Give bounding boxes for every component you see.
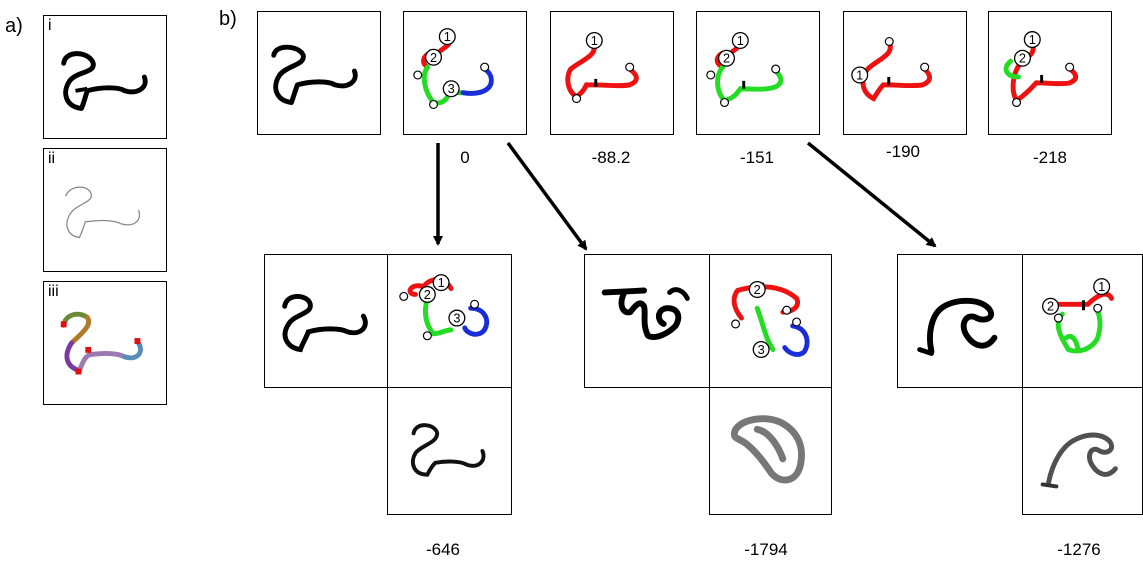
- stroke-number-3: 3: [448, 81, 455, 96]
- refit-parse-box-1: 1 2 3: [387, 254, 512, 388]
- panel-a-i-box: i: [43, 15, 167, 139]
- score-top-5: -218: [1032, 148, 1068, 167]
- parse-box-3: 1 2: [696, 11, 820, 135]
- character-skeleton-image: [60, 311, 143, 375]
- stroke-number-2: 2: [754, 282, 761, 297]
- stroke-number-2: 2: [1047, 299, 1054, 314]
- refit-target-box-1: [264, 254, 388, 388]
- stroke-number-2: 2: [723, 51, 730, 66]
- parse-box-4: 1: [843, 11, 967, 135]
- score-bottom-3: -1276: [1057, 540, 1101, 559]
- stroke-number-1: 1: [1098, 279, 1105, 294]
- parse-strokes-5: 1 2: [1003, 31, 1079, 108]
- rendered-sample-image-3: [1040, 432, 1118, 489]
- rendered-sample-box-1: [387, 387, 512, 515]
- refit-target-image-2: [601, 287, 690, 340]
- stroke-number-1: 1: [438, 275, 445, 290]
- rendered-sample-box-2: [709, 387, 832, 515]
- parse-strokes-4: 1: [851, 36, 933, 102]
- panel-a-ii-box: ii: [43, 148, 167, 272]
- refit-parse-box-3: 1 2: [1022, 254, 1143, 388]
- panel-a-iii-box: iii: [43, 281, 167, 405]
- stroke-number-3: 3: [758, 342, 765, 357]
- rendered-sample-image-1: [411, 423, 486, 477]
- refit-parse-strokes-3: 1 2: [1042, 278, 1114, 354]
- panel-label-b: b): [219, 8, 237, 30]
- score-bottom-1: -646: [425, 540, 461, 559]
- rendered-sample-image-2: [730, 415, 805, 484]
- stroke-number-1: 1: [1029, 32, 1036, 47]
- parse-strokes-3: 1 2: [706, 32, 784, 108]
- stroke-number-1: 1: [856, 67, 863, 82]
- refit-parse-strokes-2: 2 3: [731, 281, 810, 359]
- score-top-4: -190: [885, 142, 921, 161]
- stroke-number-2: 2: [424, 287, 431, 302]
- target-character-box: [257, 11, 381, 135]
- roman-label-i: i: [48, 17, 52, 34]
- refit-target-image-1: [282, 293, 368, 353]
- character-thin-image: [65, 186, 141, 239]
- stroke-number-3: 3: [453, 311, 460, 326]
- stroke-number-1: 1: [591, 33, 598, 48]
- parse-box-2: 1: [550, 11, 674, 135]
- panel-label-a: a): [5, 15, 23, 37]
- roman-label-iii: iii: [48, 283, 59, 300]
- parse-strokes-2: 1: [565, 32, 639, 104]
- stroke-number-2: 2: [430, 50, 437, 65]
- parse-box-1: 1 2 3: [403, 11, 527, 135]
- roman-label-ii: ii: [48, 150, 56, 167]
- parse-strokes-1: 1 2 3: [413, 28, 494, 110]
- score-bottom-2: -1794: [744, 540, 788, 559]
- target-character-image: [271, 44, 358, 105]
- refit-target-image-3: [917, 297, 998, 356]
- stroke-number-1: 1: [737, 33, 744, 48]
- refit-parse-box-2: 2 3: [709, 254, 832, 388]
- refit-target-box-3: [897, 254, 1023, 388]
- score-top-2: -88.2: [591, 148, 631, 167]
- parse-box-5: 1 2: [988, 11, 1112, 135]
- refit-parse-strokes-1: 1 2 3: [399, 274, 490, 341]
- refit-target-box-2: [584, 254, 710, 388]
- stroke-number-2: 2: [1019, 51, 1026, 66]
- stroke-number-1: 1: [444, 29, 451, 44]
- score-top-1: 0: [460, 148, 470, 167]
- rendered-sample-box-3: [1022, 387, 1143, 515]
- character-image: [61, 51, 148, 111]
- score-top-3: -151: [739, 148, 775, 167]
